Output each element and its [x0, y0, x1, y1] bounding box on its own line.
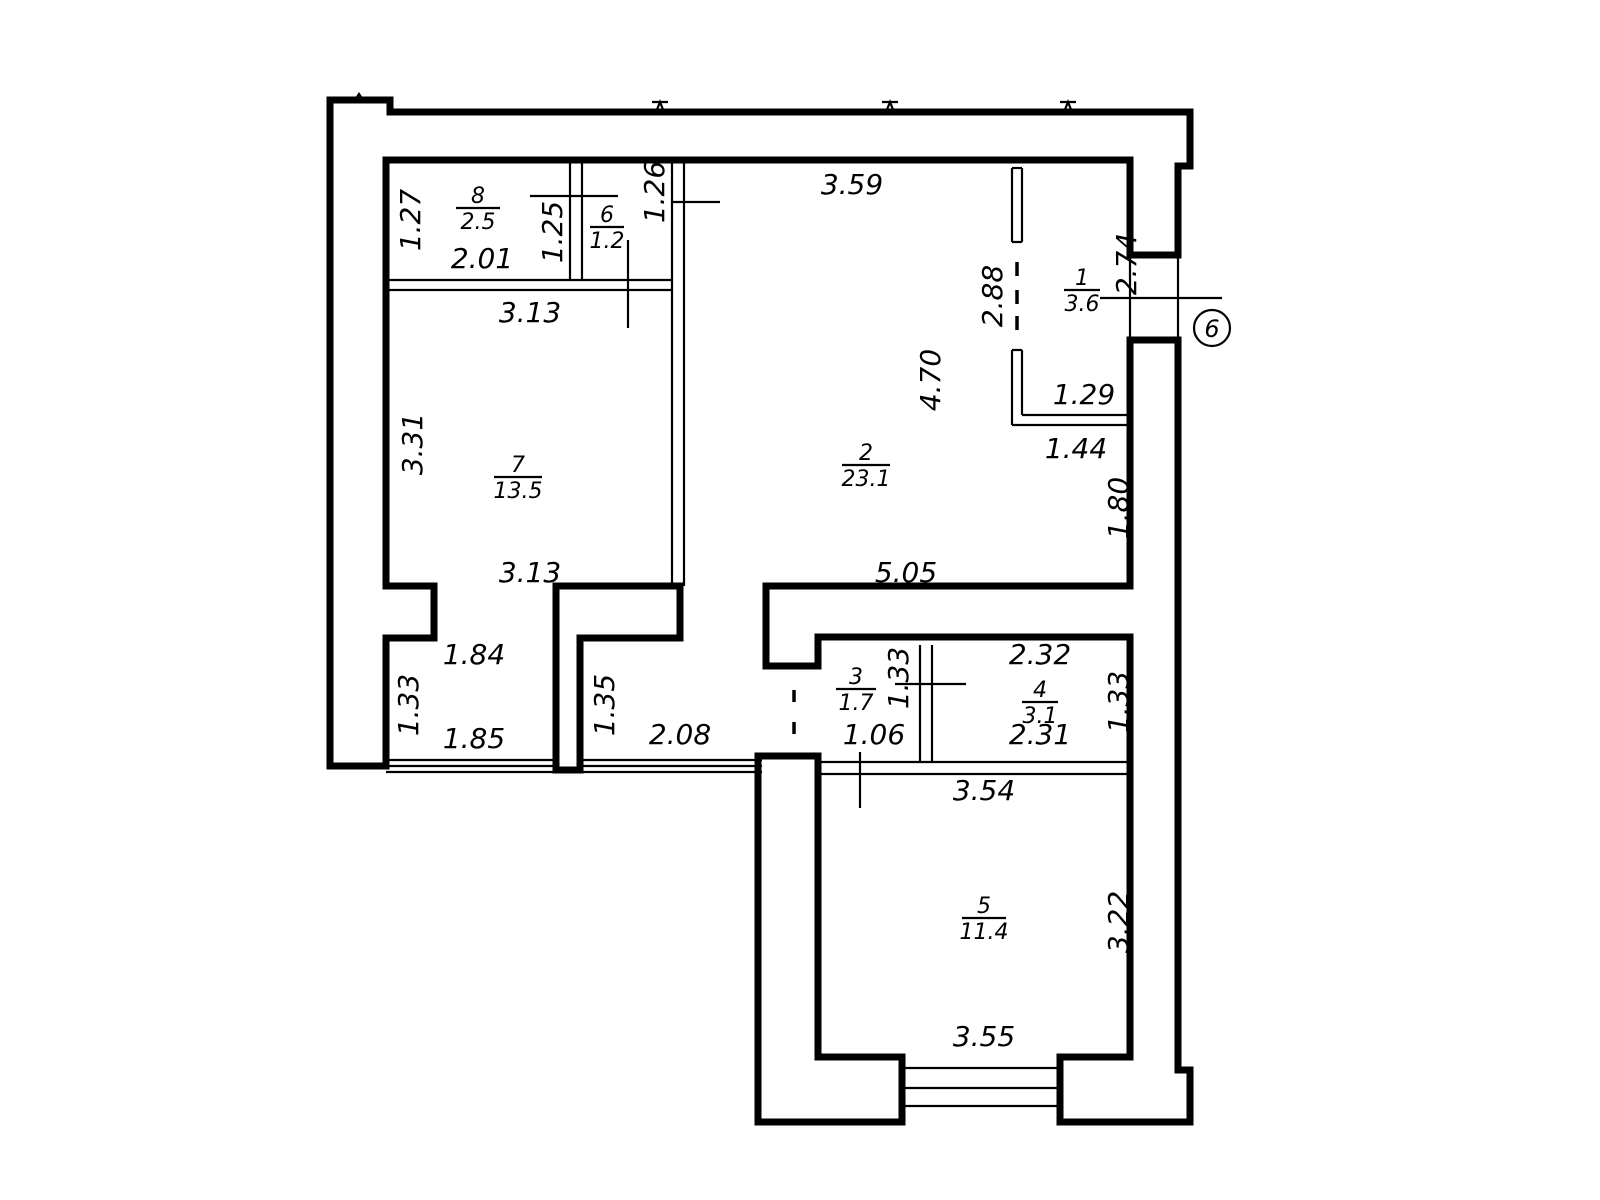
dim-r8-width: 2.01	[451, 242, 513, 275]
inner-wall-left	[382, 156, 438, 770]
dim-r5-top: 3.54	[953, 774, 1015, 807]
room-labels: 1 3.6 2 23.1 3 1.7 4 3.1 5 11.4 6 1.2	[456, 184, 1100, 945]
dim-r2-height: 4.70	[914, 349, 947, 411]
room-6-label: 6 1.2	[590, 203, 625, 254]
room-2-label: 2 23.1	[842, 441, 891, 492]
dim-r1-height: 2.88	[976, 265, 1009, 327]
dim-r1-side: 2.74	[1110, 233, 1143, 295]
axis-label: 6	[1204, 315, 1219, 343]
dim-r4-width: 2.31	[1009, 718, 1071, 751]
dim-bal-left: 1.33	[392, 674, 425, 736]
svg-text:4: 4	[1033, 678, 1047, 703]
svg-text:1.2: 1.2	[590, 229, 625, 254]
room-7-label: 7 13.5	[494, 453, 543, 504]
dimension-labels: 1.27 2.01 1.25 1.26 3.59 4.70 5.05 1.80 …	[392, 161, 1143, 1053]
room-3-label: 3 1.7	[836, 665, 876, 716]
svg-text:3: 3	[849, 665, 863, 690]
outer-wall-right	[1142, 132, 1194, 259]
axis-circle	[1192, 308, 1232, 348]
partitions	[354, 92, 1222, 1108]
inner-wall-top	[382, 156, 1182, 259]
dim-r2-bottom: 5.05	[875, 556, 937, 589]
dim-bal-top: 1.84	[443, 638, 505, 671]
dim-r4-top: 2.32	[1009, 638, 1071, 671]
svg-text:5: 5	[977, 894, 991, 919]
svg-text:7: 7	[511, 453, 525, 478]
outer-wall-left	[326, 96, 1194, 770]
dim-r5-bottom: 3.55	[953, 1020, 1015, 1053]
room-8-label: 8 2.5	[456, 184, 500, 235]
dim-hall-width: 2.08	[649, 718, 711, 751]
svg-text:1.7: 1.7	[839, 691, 874, 716]
inner-pier	[552, 582, 684, 774]
dim-r7-top: 3.13	[499, 296, 561, 329]
room-5-label: 5 11.4	[960, 894, 1009, 945]
svg-text:2.5: 2.5	[461, 210, 496, 235]
dim-r7-height: 3.31	[396, 413, 429, 475]
svg-text:13.5: 13.5	[494, 479, 543, 504]
dim-r2-top: 3.59	[821, 168, 883, 201]
room-4-label: 4 3.1	[1022, 678, 1058, 729]
dim-r1-bottom: 1.44	[1045, 432, 1107, 465]
inner-wall-right-lower	[762, 336, 1182, 1061]
dim-r2-right: 1.80	[1102, 477, 1135, 539]
svg-text:2: 2	[859, 441, 873, 466]
outer-wall-bottom	[754, 752, 906, 1126]
svg-text:6: 6	[600, 203, 614, 228]
room-1-label: 1 3.6	[1064, 266, 1100, 317]
svg-text:8: 8	[471, 184, 485, 209]
dim-bal-width: 1.85	[443, 722, 505, 755]
svg-text:1: 1	[1075, 266, 1089, 291]
dim-r7-bottom: 3.13	[499, 556, 561, 589]
dim-r5-height: 3.22	[1102, 891, 1135, 953]
dim-r4-height: 1.33	[1102, 671, 1135, 733]
dim-r6-height: 1.25	[536, 201, 569, 263]
dim-r1-width: 1.29	[1053, 378, 1115, 411]
dim-r3-width: 1.06	[843, 718, 905, 751]
svg-text:23.1: 23.1	[842, 467, 891, 492]
svg-text:3.6: 3.6	[1065, 292, 1100, 317]
room5-wall-left	[766, 752, 906, 1061]
dim-r8-height: 1.27	[394, 189, 427, 252]
svg-text:11.4: 11.4	[960, 920, 1009, 945]
dim-r6-side: 1.26	[638, 161, 671, 223]
dim-r3-height: 1.33	[882, 647, 915, 709]
dim-hall-height: 1.35	[588, 674, 621, 736]
svg-text:3.1: 3.1	[1023, 704, 1058, 729]
axis-marker: 6	[1192, 308, 1232, 348]
